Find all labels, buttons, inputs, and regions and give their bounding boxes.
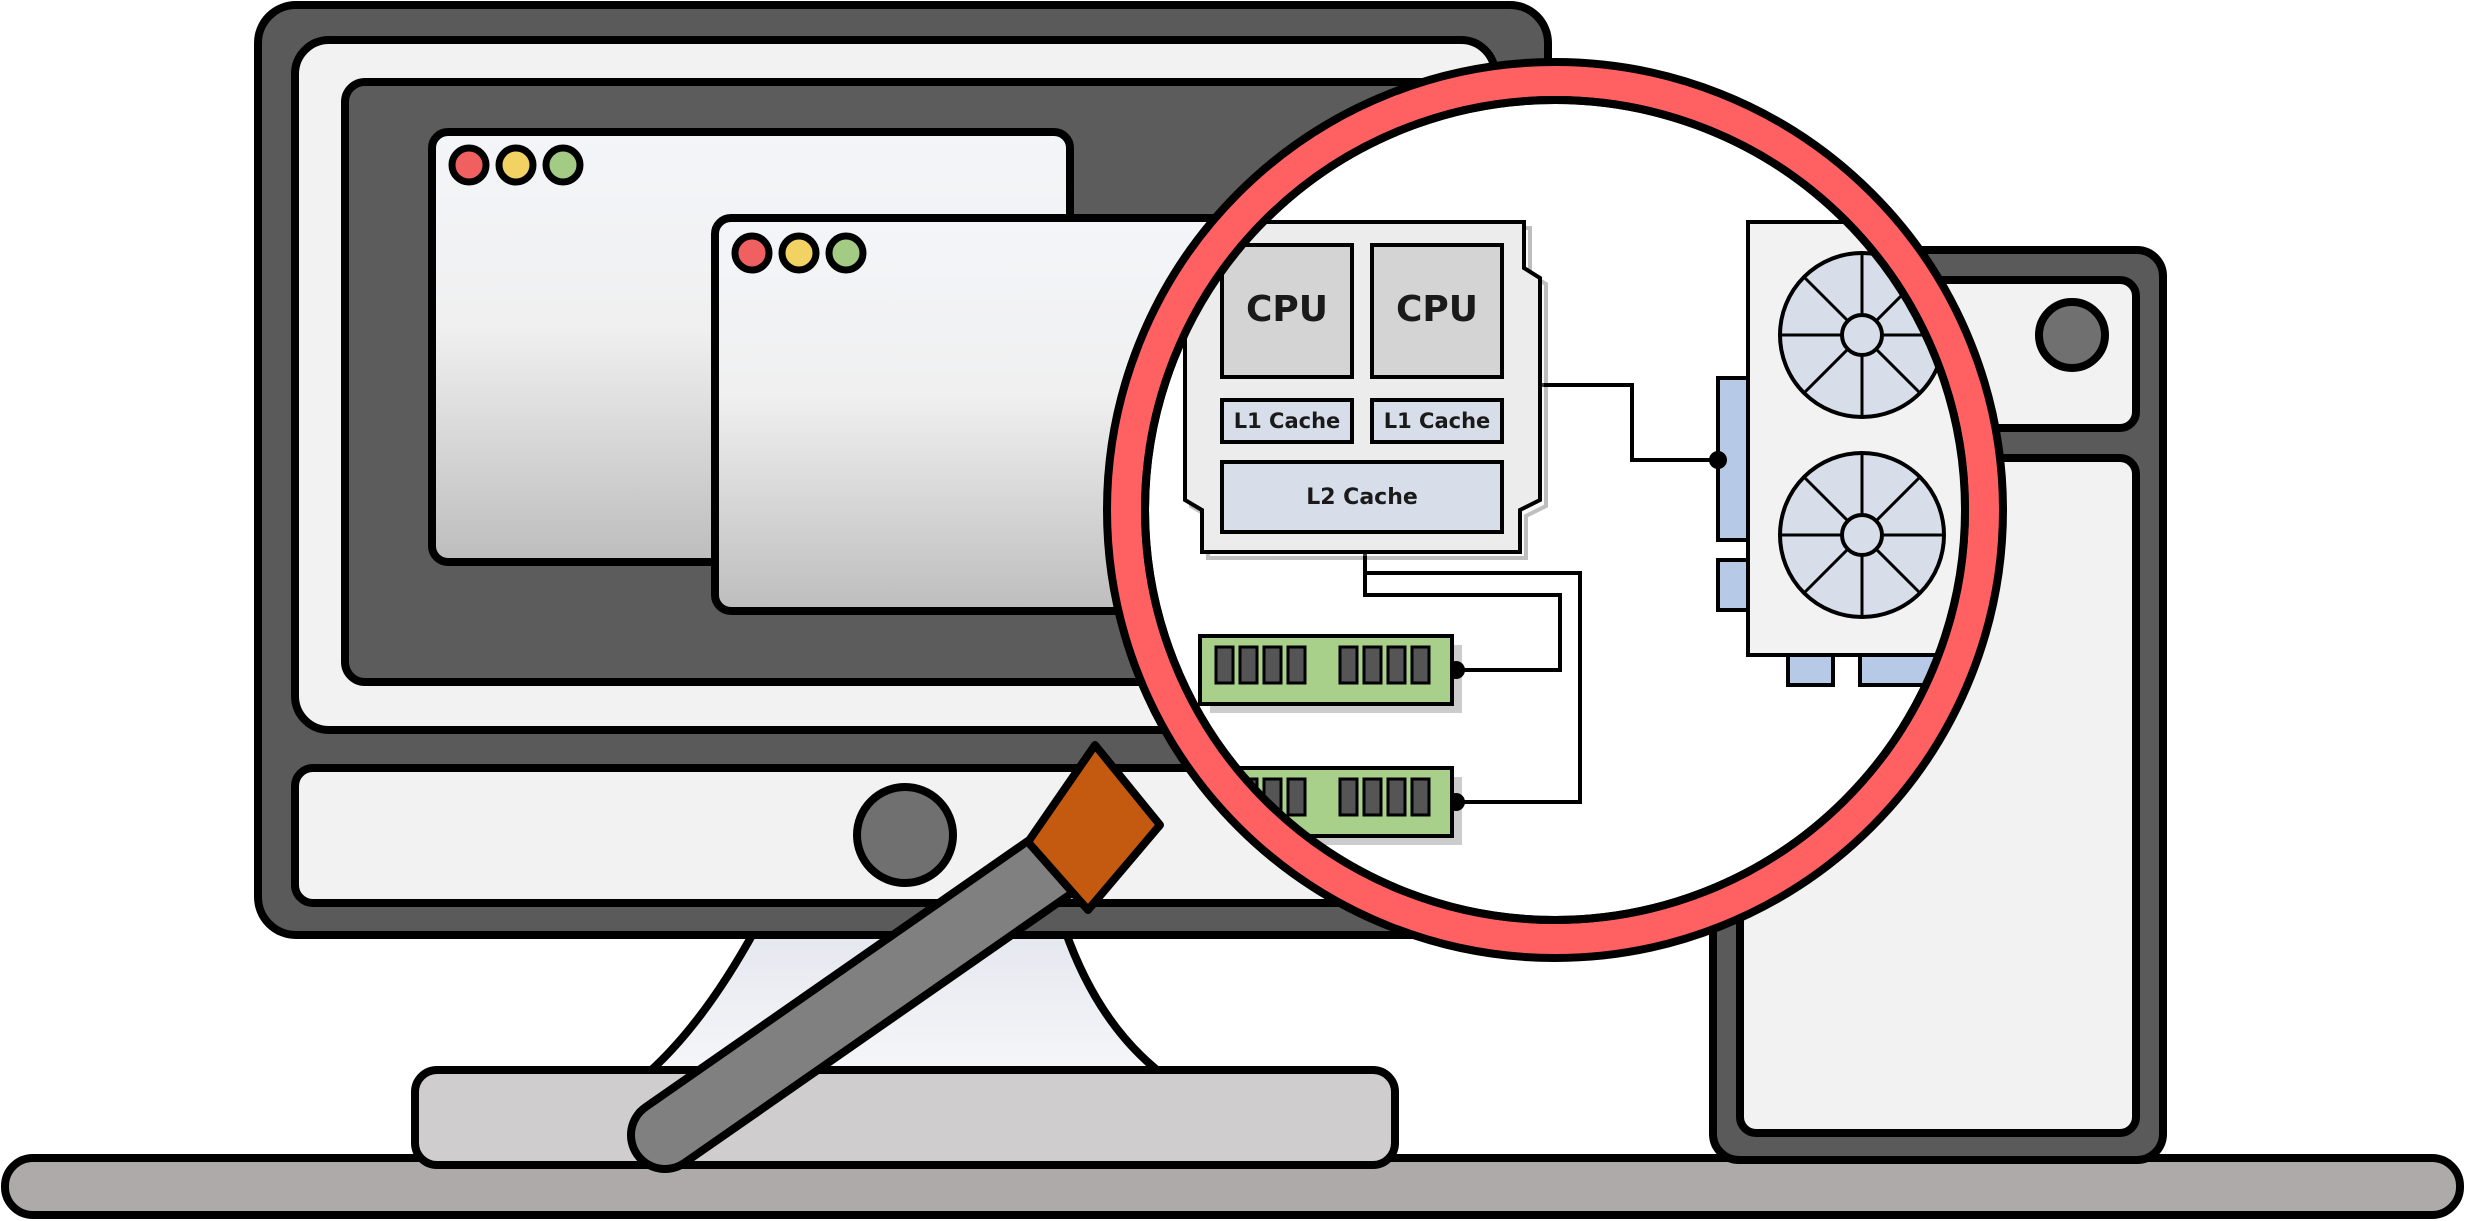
window-minimize-dot-icon (778, 232, 820, 274)
l1-cache-right-label: L1 Cache (1384, 409, 1491, 433)
l2-cache-label: L2 Cache (1306, 485, 1418, 510)
cpu-core-left (1220, 243, 1354, 379)
window-maximize-dot-icon (542, 144, 584, 186)
tower-power-button-icon (2035, 298, 2109, 372)
l1-cache-left-label: L1 Cache (1234, 409, 1341, 433)
cpu-core-right (1370, 243, 1504, 379)
lens-content: CPU CPU L1 Cache L1 Cache L2 Cache (1183, 220, 1964, 845)
magnifier-collar (1024, 741, 1164, 914)
cpu-core-left-label: CPU (1246, 289, 1328, 330)
monitor-base (411, 1066, 1399, 1169)
l1-cache-left (1220, 398, 1354, 444)
magnifier-handle (627, 741, 1164, 1173)
window-maximize-dot-icon (825, 232, 867, 274)
l2-cache (1220, 460, 1504, 534)
window-minimize-dot-icon (495, 144, 537, 186)
l1-cache-right (1370, 398, 1504, 444)
ram-module-icon (1198, 634, 1462, 713)
cpu-core-right-label: CPU (1396, 289, 1478, 330)
window-close-dot-icon (448, 144, 490, 186)
gpu-fan-bottom-icon (1778, 451, 1946, 619)
bus-wires (1363, 383, 1727, 811)
cpu-chip-icon: CPU CPU L1 Cache L1 Cache L2 Cache (1183, 220, 1548, 560)
window-close-dot-icon (731, 232, 773, 274)
magnifying-glass-icon: CPU CPU L1 Cache L1 Cache L2 Cache (1103, 58, 2007, 962)
monitor-power-button-icon (853, 783, 957, 887)
